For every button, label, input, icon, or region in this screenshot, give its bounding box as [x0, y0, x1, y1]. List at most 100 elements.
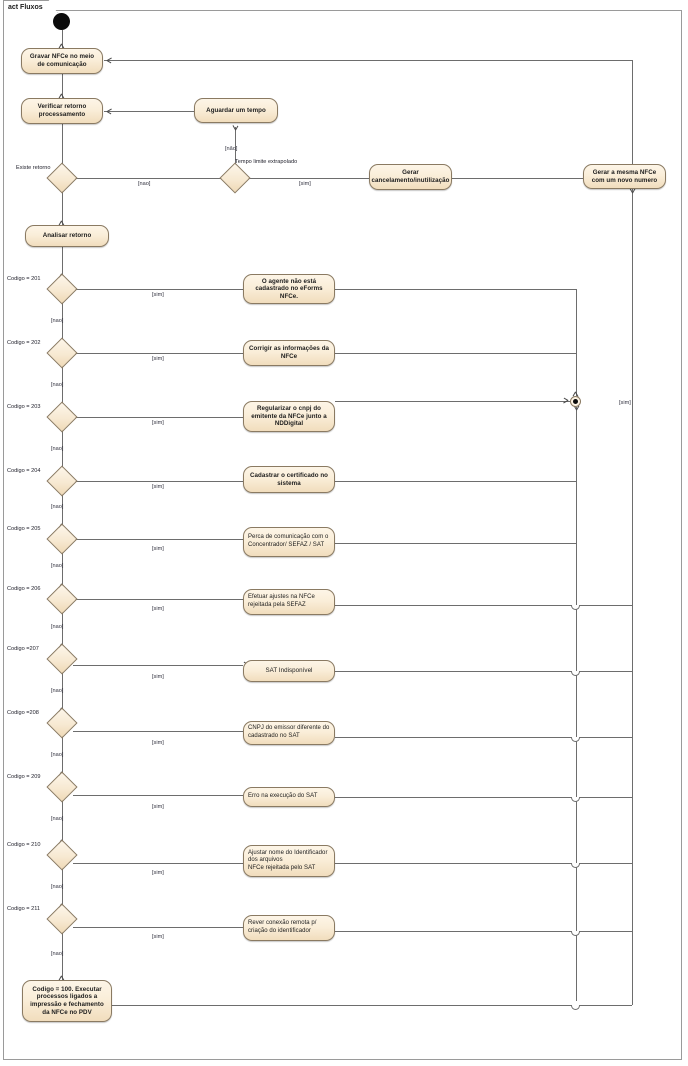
edge-210-to-right-trunk-a — [335, 863, 571, 864]
guard-211-sim: [sim] — [152, 934, 164, 940]
edge-204-nao — [61, 492, 63, 528]
decision-label-codigo-206: Codigo = 206 — [7, 586, 41, 592]
guard-209-nao: [nao] — [51, 816, 64, 822]
guard-207-sim: [sim] — [152, 674, 164, 680]
edge-right-return-trunk — [631, 189, 633, 1005]
decision-label-codigo-204: Codigo = 204 — [7, 468, 41, 474]
activity-verificar-retorno[interactable]: Verificar retorno processamento — [21, 98, 103, 124]
activity-codigo-206[interactable]: Efetuar ajustes na NFCe rejeitada pela S… — [243, 589, 335, 615]
activity-gerar-mesma-nfce[interactable]: Gerar a mesma NFCe com um novo numero — [583, 164, 666, 189]
edge-gravar-to-verificar — [61, 74, 63, 98]
edge-100-to-right-trunk-a — [112, 1005, 571, 1006]
edge-206-nao — [61, 610, 63, 648]
edge-211-to-right-trunk-b — [580, 931, 632, 932]
activity-codigo-210[interactable]: Ajustar nome do Identificador dos arquiv… — [243, 845, 335, 877]
guard-209-sim: [sim] — [152, 804, 164, 810]
activity-codigo-202[interactable]: Corrigir as informações da NFCe — [243, 340, 335, 366]
activity-analisar-retorno[interactable]: Analisar retorno — [25, 225, 109, 247]
activity-codigo-203[interactable]: Regularizar o cnpj do emitente da NFCe j… — [243, 401, 335, 432]
edge-208-to-right-trunk-b — [580, 737, 632, 738]
activity-codigo-207[interactable]: SAT Indisponível — [243, 660, 335, 682]
edge-208-sim — [73, 731, 243, 732]
line-hop — [571, 605, 580, 610]
decision-label-codigo-201: Codigo = 201 — [7, 276, 41, 282]
activity-codigo-208[interactable]: CNPJ do emissor diferente do cadastrado … — [243, 721, 335, 745]
edge-202-sim — [73, 353, 243, 354]
edge-201-nao — [61, 300, 63, 345]
edge-initial-to-gravar — [61, 30, 63, 48]
activity-codigo-205[interactable]: Perca de comunicação com o Concentrador/… — [243, 527, 335, 557]
edge-100-to-right-trunk-b — [580, 1005, 632, 1006]
diagram-frame — [3, 10, 682, 1060]
edge-210-sim — [73, 863, 243, 864]
guard-208-nao: [nao] — [51, 752, 64, 758]
decision-label-codigo-202: Codigo = 202 — [7, 340, 41, 346]
line-hop — [571, 1005, 580, 1010]
activity-codigo-100[interactable]: Codigo = 100. Executar processos ligados… — [22, 980, 112, 1022]
activity-gerar-cancelamento[interactable]: Gerar cancelamento/inutilização — [369, 164, 452, 190]
initial-node — [53, 13, 70, 30]
edge-merge-down-201 — [575, 289, 577, 396]
edge-tempo-nao-up — [234, 127, 236, 169]
edge-202-nao — [61, 364, 63, 409]
edge-tempo-sim — [246, 178, 369, 179]
guard-205-nao: [nao] — [51, 563, 64, 569]
edge-208-to-right-trunk-a — [335, 737, 571, 738]
activity-codigo-211[interactable]: Rever conexão remota p/ criação do ident… — [243, 915, 335, 941]
guard-existe-nao: [nao] — [138, 181, 151, 187]
guard-204-sim: [sim] — [152, 484, 164, 490]
activity-gravar-nfce[interactable]: Gravar NFCe no meio de comunicação — [21, 48, 103, 74]
guard-tempo-sim: [sim] — [299, 181, 311, 187]
activity-codigo-201[interactable]: O agente não está cadastrado no eForms N… — [243, 274, 335, 304]
edge-205-sim — [73, 539, 243, 540]
edge-201-to-merge — [335, 289, 576, 290]
edge-verificar-to-existe — [61, 124, 63, 171]
diagram-frame-label: act Fluxos — [3, 0, 58, 13]
guard-208-sim: [sim] — [152, 740, 164, 746]
edge-202-to-merge — [335, 353, 576, 354]
guard-201-nao: [nao] — [51, 318, 64, 324]
edge-analisar-to-d201 — [61, 247, 63, 278]
edge-208-nao — [61, 734, 63, 776]
decision-label-codigo-205: Codigo = 205 — [7, 526, 41, 532]
edge-203-nao — [61, 428, 63, 473]
edge-207-to-right-trunk-a — [335, 671, 571, 672]
decision-label-codigo-203: Codigo = 203 — [7, 404, 41, 410]
edge-209-sim — [73, 795, 243, 796]
edge-207-nao — [61, 670, 63, 712]
guard-206-nao: [nao] — [51, 624, 64, 630]
line-hop — [571, 737, 580, 742]
activity-aguardar-tempo[interactable]: Aguardar um tempo — [194, 98, 278, 123]
activity-codigo-209[interactable]: Erro na execução do SAT — [243, 787, 335, 807]
edge-lower-trunk-to-final — [575, 407, 577, 1001]
edge-207-sim — [73, 665, 243, 666]
edge-aguardar-to-verificar — [104, 111, 194, 112]
decision-label-codigo-207: Codigo =207 — [7, 646, 39, 652]
decision-label-codigo-210: Codigo = 210 — [7, 842, 41, 848]
activity-final-node — [570, 396, 581, 407]
edge-206-to-right-trunk-b — [580, 605, 632, 606]
guard-202-sim: [sim] — [152, 356, 164, 362]
edge-210-to-right-trunk-b — [580, 863, 632, 864]
edge-existe-sim-to-analisar — [61, 189, 63, 225]
line-hop — [571, 671, 580, 676]
edge-209-to-right-trunk-a — [335, 797, 571, 798]
guard-202-nao: [nao] — [51, 382, 64, 388]
edge-205-nao — [61, 550, 63, 588]
edge-211-nao — [61, 930, 63, 980]
edge-201-sim — [73, 289, 243, 290]
edge-204-sim — [73, 481, 243, 482]
edge-existe-nao — [73, 178, 224, 179]
edge-loop-back-to-gravar — [104, 60, 632, 61]
decision-label-tempo-limite: Tempo limite extrapolado — [235, 159, 298, 165]
edge-204-to-trunk — [335, 481, 576, 482]
edge-203-to-final — [335, 401, 572, 402]
decision-label-codigo-209: Codigo = 209 — [7, 774, 41, 780]
line-hop — [571, 931, 580, 936]
edge-211-to-right-trunk-a — [335, 931, 571, 932]
edge-206-sim — [73, 599, 243, 600]
edge-206-to-right-trunk-a — [335, 605, 571, 606]
guard-return-sim: [sim] — [619, 400, 631, 406]
activity-codigo-204[interactable]: Cadastrar o certificado no sistema — [243, 466, 335, 493]
